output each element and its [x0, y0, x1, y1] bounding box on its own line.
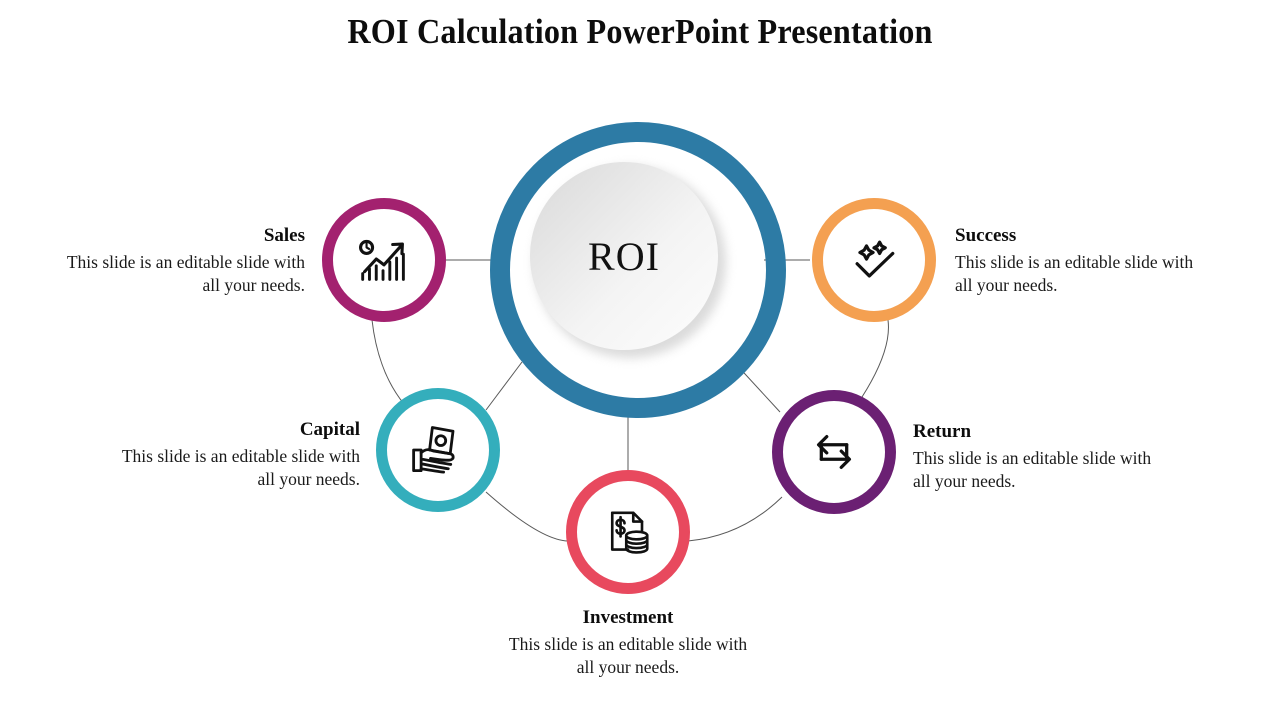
node-body-return: This slide is an editable slide with all… [913, 447, 1152, 491]
textblock-return: Return This slide is an editable slide w… [913, 420, 1173, 493]
node-investment[interactable] [566, 470, 690, 594]
check-sparkle-icon [844, 230, 904, 290]
node-body-investment: This slide is an editable slide with all… [508, 633, 748, 677]
node-title-capital: Capital [299, 419, 360, 440]
node-body-capital: This slide is an editable slide with all… [121, 445, 360, 489]
node-capital[interactable] [376, 388, 500, 512]
document-coins-icon [600, 504, 656, 560]
arc-return-success [861, 319, 889, 398]
node-title-success: Success [955, 225, 1017, 246]
node-body-success: This slide is an editable slide with all… [955, 251, 1194, 295]
hub-inner-circle: ROI [530, 162, 718, 350]
node-body-sales: This slide is an editable slide with all… [66, 251, 305, 295]
hand-money-icon [408, 420, 468, 480]
page-title: ROI Calculation PowerPoint Presentation [347, 12, 933, 51]
hub-label: ROI [588, 233, 660, 279]
center-hub[interactable]: ROI [490, 122, 786, 418]
node-title-investment: Investment [582, 607, 674, 628]
node-success[interactable] [812, 198, 936, 322]
arc-capital-investment [485, 491, 569, 542]
textblock-sales: Sales This slide is an editable slide wi… [45, 224, 305, 297]
node-title-return: Return [913, 421, 972, 442]
node-return[interactable] [772, 390, 896, 514]
growth-chart-icon [353, 229, 415, 291]
node-sales[interactable] [322, 198, 446, 322]
arc-sales-capital [371, 319, 405, 405]
node-title-sales: Sales [263, 225, 305, 246]
textblock-capital: Capital This slide is an editable slide … [100, 418, 360, 491]
arc-investment-return [687, 496, 783, 542]
exchange-arrows-icon [805, 423, 863, 481]
textblock-success: Success This slide is an editable slide … [955, 224, 1215, 297]
textblock-investment: Investment This slide is an editable sli… [498, 606, 758, 679]
